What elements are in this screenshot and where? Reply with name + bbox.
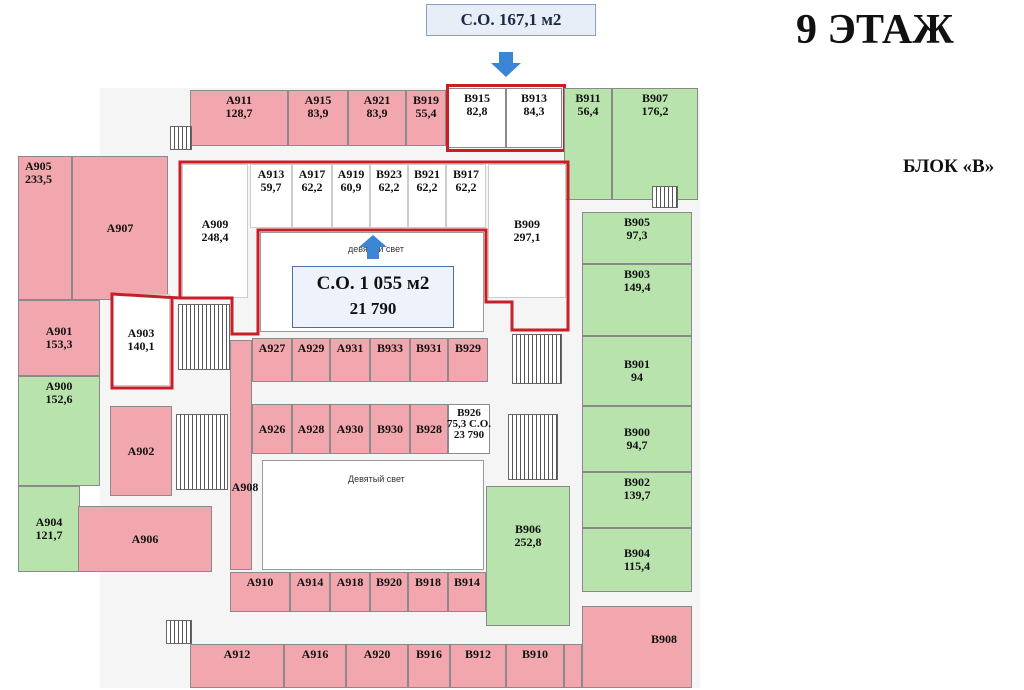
room-b931: B931 [410,338,448,382]
center-common-area-badge: С.О. 1 055 м2 21 790 [292,266,454,328]
room-a930: A930 [330,404,370,454]
room-b914: B914 [448,572,486,612]
top-common-area-badge: С.О. 167,1 м2 [426,4,596,36]
core-left-lower [176,414,228,490]
room-b916: B916 [408,644,450,688]
room-a906: A906 [78,506,212,572]
core-left-upper [178,304,230,370]
room-b928: B928 [410,404,448,454]
staircase-top-left [170,126,192,150]
core-right-lower [508,414,558,480]
staircase-bottom-left [166,620,192,644]
room-bottom-corner [564,644,582,688]
room-b929: B929 [448,338,488,382]
room-a918: A918 [330,572,370,612]
room-a908-strip [230,340,252,570]
room-a902: A902 [110,406,172,496]
room-a920: A920 [346,644,408,688]
room-b918: B918 [408,572,448,612]
center-common-area: С.О. 1 055 м2 [316,273,430,294]
room-b908: B908 [582,606,692,688]
top-common-area-text: С.О. 167,1 м2 [460,10,562,29]
block-label: БЛОК «В» [903,156,995,177]
room-a910: A910 [230,572,290,612]
room-a907: A907 [72,156,168,300]
core-right-upper [512,334,562,384]
room-a926: A926 [252,404,292,454]
room-a916: A916 [284,644,346,688]
room-a912: A912 [190,644,284,688]
center-price: 21 790 [349,299,397,318]
room-a929: A929 [292,338,330,382]
arrow-down-icon [491,52,521,77]
room-b920: B920 [370,572,408,612]
room-a914: A914 [290,572,330,612]
light-well-label-bottom: Девятый свет [348,474,405,484]
room-a927: A927 [252,338,292,382]
floor-title: 9 ЭТАЖ [796,7,954,53]
room-b912: B912 [450,644,506,688]
room-a931: A931 [330,338,370,382]
room-b910: B910 [506,644,564,688]
room-b926: B926 75,3 С.О. 23 790 [447,404,491,454]
room-b930: B930 [370,404,410,454]
room-b933: B933 [370,338,410,382]
room-a928: A928 [292,404,330,454]
arrow-up-icon [359,235,387,259]
room-a908: A908 [231,480,259,494]
light-well-bottom [262,460,484,570]
staircase-right [652,186,678,208]
